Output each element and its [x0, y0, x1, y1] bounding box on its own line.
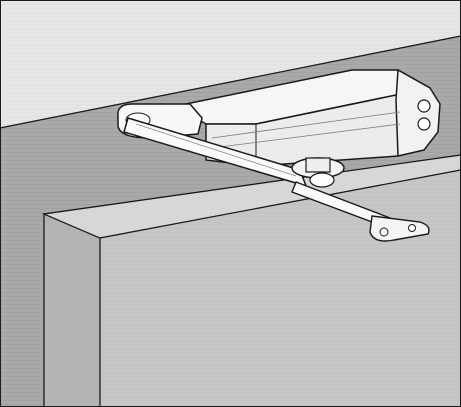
- spindle-cap: [305, 157, 331, 173]
- adjustment-screw-icon: [417, 99, 431, 113]
- spindle-nut-icon: [309, 172, 335, 188]
- closer-body-line: [211, 111, 401, 139]
- closer-body-line: [211, 123, 401, 149]
- shoe-screw-icon: [408, 224, 416, 232]
- adjustment-screw-icon: [417, 117, 431, 131]
- ceiling: [0, 0, 461, 129]
- frame-jamb: [43, 213, 101, 407]
- closer-end-cap: [395, 69, 441, 157]
- arm-detail-line: [135, 123, 297, 177]
- shoe-screw-icon: [379, 227, 389, 237]
